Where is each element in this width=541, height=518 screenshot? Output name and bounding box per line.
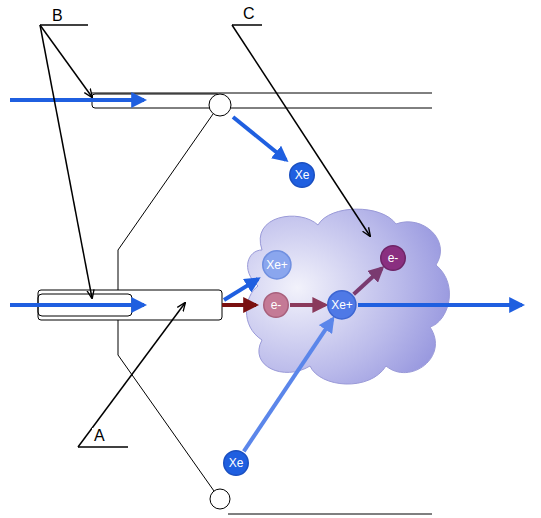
- electron-emission: [222, 303, 256, 307]
- circle-shape: [224, 451, 249, 476]
- particle-circle: e-: [380, 245, 406, 271]
- particle-arrow: [244, 319, 333, 451]
- particle-label: Xe+: [331, 299, 353, 311]
- particle-circle: Xe: [223, 450, 249, 476]
- particle-label: Xe: [295, 169, 310, 181]
- particle-arrow: [290, 303, 325, 307]
- circle-shape: [381, 246, 406, 271]
- circle-shape: [290, 163, 315, 188]
- neutral-flow: [233, 117, 286, 160]
- leader-line: [40, 25, 92, 97]
- ion-beam: [358, 303, 522, 307]
- plasma-cloud: [247, 209, 450, 384]
- particle-label: Xe+: [266, 259, 288, 271]
- particle-circle: Xe: [289, 162, 315, 188]
- callout-bar: [40, 24, 88, 26]
- particle-circle: Xe+: [327, 290, 357, 320]
- circle-shape: [328, 291, 356, 319]
- top-inner-wall: [231, 108, 432, 109]
- circle-shape: [264, 293, 289, 318]
- leader-line: [40, 25, 92, 298]
- callout-letter: C: [241, 6, 257, 22]
- particle-label: e-: [271, 299, 282, 311]
- xenon-feed-main: [10, 303, 144, 307]
- top-pivot: [209, 94, 231, 116]
- bottom-pivot: [210, 489, 230, 509]
- callout-bar: [232, 24, 262, 26]
- particle-circle: e-: [263, 292, 289, 318]
- leader-line: [78, 303, 185, 447]
- circle-shape: [263, 251, 291, 279]
- particle-label: e-: [388, 252, 399, 264]
- callout-letter: B: [50, 8, 65, 24]
- ion-flow: [224, 279, 258, 300]
- callout-bar: [78, 446, 128, 448]
- particle-circle: Xe+: [262, 250, 292, 280]
- xenon-feed-top: [10, 98, 144, 102]
- particle-arrow: [354, 268, 382, 294]
- leader-line: [232, 25, 370, 236]
- callout-letter: A: [92, 428, 107, 444]
- particle-label: Xe: [229, 457, 244, 469]
- bottom-wall: [228, 514, 432, 515]
- top-wall: [92, 93, 432, 94]
